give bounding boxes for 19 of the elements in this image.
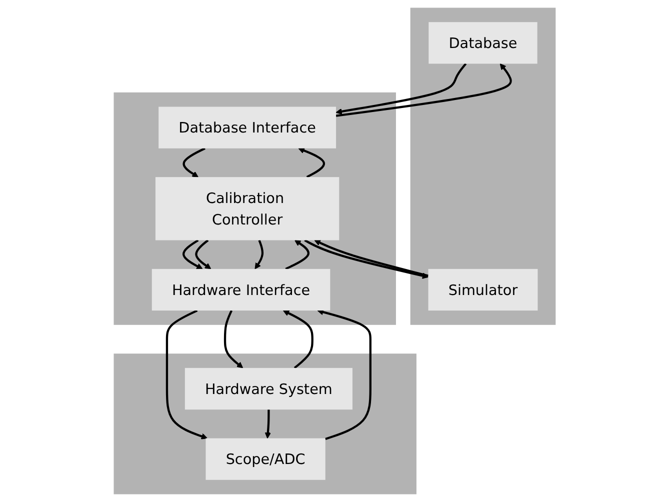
component-box: Hardware System [184,368,352,410]
component-box: Database [428,22,538,64]
arrow [254,240,264,270]
arrow [166,310,208,440]
component-box: Calibration Controller [155,177,339,240]
arrow [336,63,466,115]
arrow [317,309,372,440]
arrow [194,239,211,270]
component-box: Scope/ADC [206,438,326,480]
component-box: Hardware Interface [152,268,330,311]
arrow [264,410,271,439]
arrow [336,63,512,117]
arrow [182,147,206,178]
component-box: Database Interface [158,106,336,148]
component-box: Simulator [428,268,538,311]
arrow [282,310,314,369]
arrow [298,148,325,178]
arrow [284,240,310,270]
arrow [182,239,203,270]
